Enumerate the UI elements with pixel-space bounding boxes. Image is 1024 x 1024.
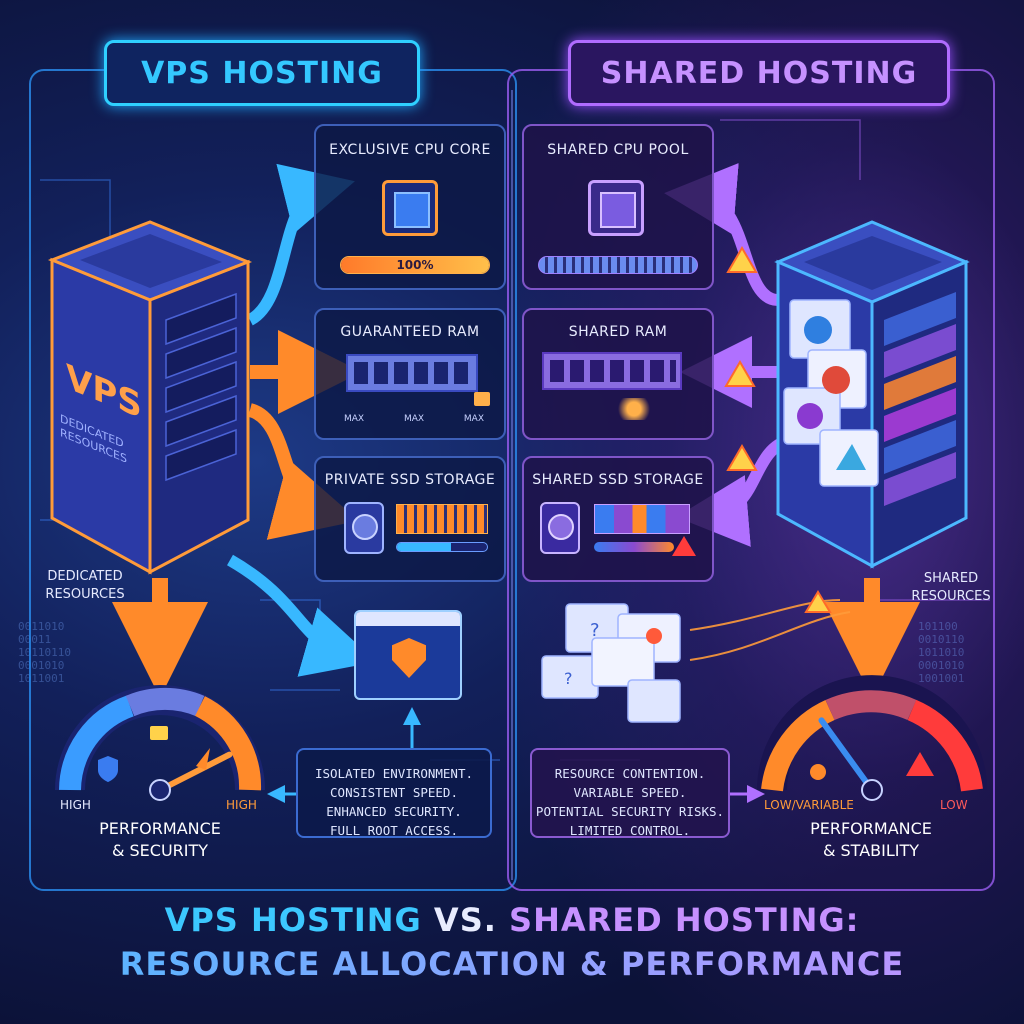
bottom-title: VPS HOSTING VS. SHARED HOSTING: RESOURCE… [0,898,1024,986]
footer-subtitle: RESOURCE ALLOCATION & PERFORMANCE [0,942,1024,986]
gauge-warning-icon [906,752,934,776]
padlock-icon [150,726,168,740]
vps-storage-bar [396,542,488,552]
shared-note-4: LIMITED CONTROL. [569,823,691,838]
shared-note-3: POTENTIAL SECURITY RISKS. [535,804,725,819]
shared-storage-bar [594,542,674,552]
shared-storage-label: SHARED SSD STORAGE [532,472,704,488]
vps-storage-label: PRIVATE SSD STORAGE [324,472,496,488]
vps-cpu-label: EXCLUSIVE CPU CORE [329,142,491,158]
vps-gauge-needle [157,751,233,793]
vps-gauge-caption: PERFORMANCE & SECURITY [60,818,260,862]
vps-note-2: CONSISTENT SPEED. [330,785,458,800]
shared-note-1: RESOURCE CONTENTION. [554,766,706,781]
shared-side-label-line1: SHARED [923,571,979,586]
shared-hosting-title: SHARED HOSTING [568,40,950,106]
shared-gauge-needle [818,717,875,793]
shared-cpu-label: SHARED CPU POOL [547,142,689,158]
ram-max-markers: MAX MAX MAX [344,414,484,424]
shared-side-label-line2: RESOURCES [911,589,991,604]
vps-cpu-fill [341,257,489,273]
rocket-icon [196,748,210,770]
vps-storage-blocks [396,504,488,534]
shared-gauge-left-label: LOW/VARIABLE [764,798,854,812]
shared-resources-label: SHARED RESOURCES [896,570,1006,606]
shared-ram-label: SHARED RAM [568,324,668,340]
vps-benefits-note: ISOLATED ENVIRONMENT. CONSISTENT SPEED. … [296,748,492,838]
ram-marker-2: MAX [403,414,425,424]
shared-cpu-chip-icon [588,180,644,236]
svg-text:?: ? [564,669,573,688]
shared-performance-gauge [757,675,987,801]
ram-marker-1: MAX [344,414,365,424]
shared-cpu-usage-bar [538,256,698,274]
vps-note-3: ENHANCED SECURITY. [326,804,462,819]
shared-gauge-caption-1: PERFORMANCE [810,819,932,838]
vps-dedicated-resources-label: DEDICATED RESOURCES [30,568,140,604]
vps-gauge-left-label: HIGH [60,798,91,812]
shared-gauge-caption: PERFORMANCE & STABILITY [766,818,976,862]
ram-module-icon [346,354,478,392]
vps-note-1: ISOLATED ENVIRONMENT. [314,766,474,781]
vps-cpu-percent: 100% [396,258,434,272]
vps-gauge-right-label: HIGH [226,798,257,812]
vps-hosting-title: VPS HOSTING [104,40,420,106]
shield-icon [98,756,118,782]
vps-gauge-caption-2: & SECURITY [111,841,209,860]
footer-vs-text: VS. [421,901,510,939]
vps-side-label-line1: DEDICATED [47,569,123,584]
shared-hard-drive-icon [540,502,580,554]
cpu-chip-icon [382,180,438,236]
svg-text:?: ? [590,620,600,641]
contention-spark-icon [614,398,654,420]
lock-icon [474,392,490,406]
vps-gauge-caption-1: PERFORMANCE [99,819,221,838]
shared-note-2: VARIABLE SPEED. [573,785,687,800]
shared-ram-module-icon [542,352,682,390]
shared-cpu-panel: SHARED CPU POOL [522,124,714,290]
shared-drawbacks-note: RESOURCE CONTENTION. VARIABLE SPEED. POT… [530,748,730,838]
vps-side-label-line2: RESOURCES [45,587,125,602]
shared-gauge-right-label: LOW [940,798,968,812]
binary-decoration-right: 101100 0010110 1011010 0001010 1001001 [918,620,965,685]
shared-gauge-caption-2: & STABILITY [822,841,920,860]
footer-shared-text: SHARED HOSTING: [509,901,860,939]
vps-storage-fill [397,543,451,551]
shared-storage-blocks [594,504,690,534]
warning-triangles [724,246,832,613]
vps-ram-label: GUARANTEED RAM [340,324,480,340]
vps-cpu-usage-bar: 100% [340,256,490,274]
footer-vps-text: VPS HOSTING [164,901,422,939]
vps-note-4: FULL ROOT ACCESS. [330,823,458,838]
ram-marker-3: MAX [463,414,484,424]
snail-icon [810,764,826,780]
vps-performance-gauge [55,685,265,801]
